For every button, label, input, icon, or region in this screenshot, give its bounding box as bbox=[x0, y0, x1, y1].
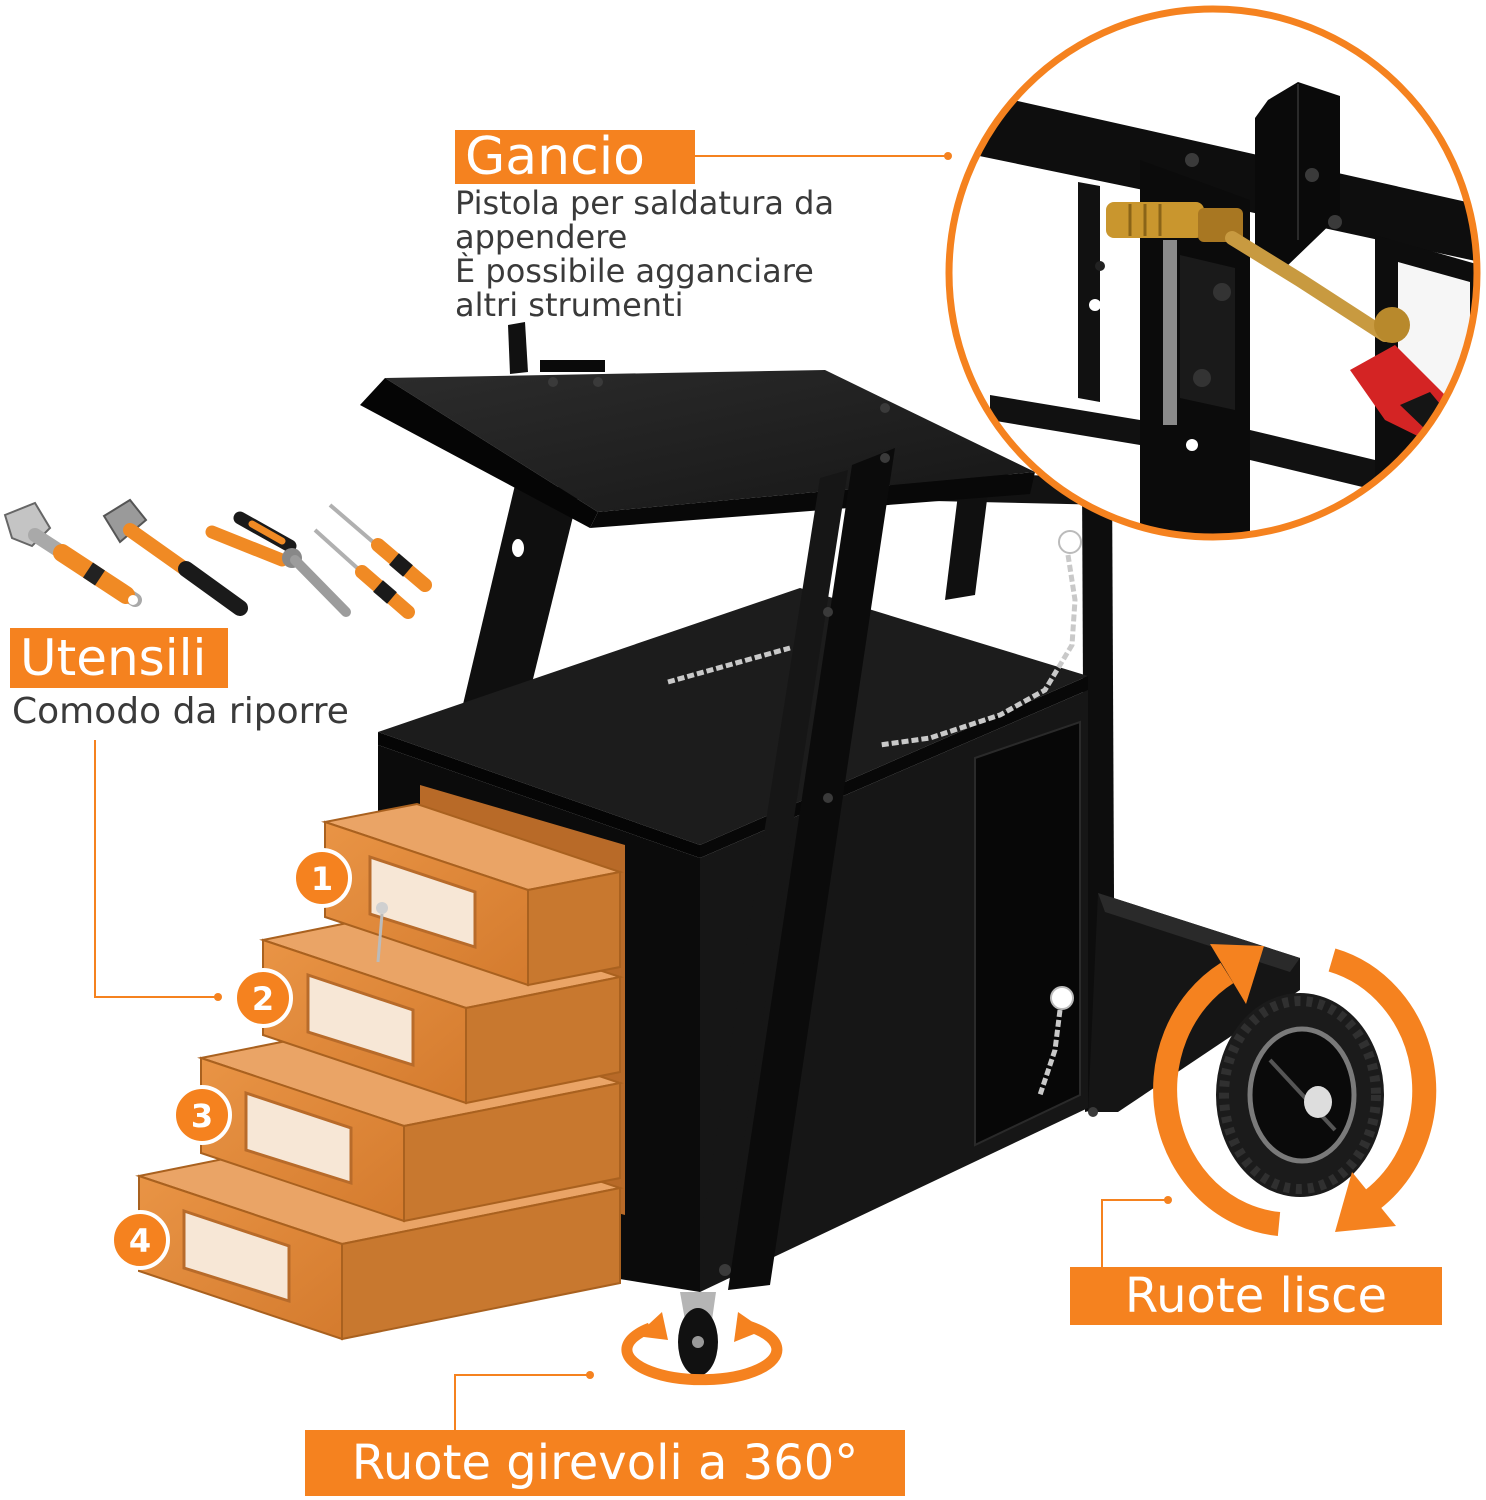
hook-description-line: appendere bbox=[455, 218, 628, 256]
rear-wheel bbox=[1216, 993, 1384, 1197]
middle-shelf bbox=[378, 588, 1088, 845]
adjustable-wrench-icon bbox=[3, 501, 142, 607]
hook-description-line: Pistola per saldatura da bbox=[455, 184, 835, 222]
swivel-caster bbox=[678, 1292, 718, 1376]
svg-text:3: 3 bbox=[191, 1097, 213, 1135]
drawer-handle bbox=[182, 1208, 291, 1304]
leader-lines bbox=[94, 152, 1172, 1430]
hook-callout-description: Pistola per saldatura da appendere È pos… bbox=[455, 186, 834, 322]
drawer-number-1: 1 bbox=[292, 848, 352, 908]
front-post bbox=[728, 448, 895, 1290]
svg-text:4: 4 bbox=[129, 1222, 151, 1260]
drawer-handle bbox=[368, 854, 477, 950]
tools-illustration bbox=[3, 498, 432, 619]
hammer-icon bbox=[102, 498, 248, 616]
drawer-number-3: 3 bbox=[172, 1085, 232, 1145]
hook-description-line: altri strumenti bbox=[455, 286, 684, 324]
drawer-number-2: 2 bbox=[233, 968, 293, 1028]
hook-callout-title: Gancio bbox=[455, 130, 695, 184]
hook-description-line: È possibile agganciare bbox=[455, 252, 814, 290]
key-icon bbox=[376, 902, 388, 963]
swivel-arrow-icon bbox=[621, 1312, 783, 1386]
rotate-arrow-icon bbox=[1153, 944, 1437, 1236]
svg-text:1: 1 bbox=[311, 860, 333, 898]
drawer-1 bbox=[321, 802, 624, 987]
hook-detail-zoom bbox=[945, 5, 1481, 541]
drawer-handle bbox=[306, 972, 415, 1068]
smooth-wheels-callout: Ruote lisce bbox=[1070, 1267, 1442, 1325]
welding-cart: 1 2 3 4 bbox=[110, 322, 1384, 1376]
drawer-handle bbox=[244, 1090, 353, 1186]
tools-callout-subtitle: Comodo da riporre bbox=[12, 691, 349, 732]
swivel-wheels-callout: Ruote girevoli a 360° bbox=[305, 1430, 905, 1496]
tools-callout-title: Utensili bbox=[10, 628, 228, 688]
drawer-number-4: 4 bbox=[110, 1210, 170, 1270]
pliers-icon bbox=[205, 511, 351, 617]
screwdriver-icon bbox=[313, 503, 432, 619]
chains bbox=[667, 530, 1082, 1096]
svg-text:2: 2 bbox=[252, 980, 274, 1018]
open-compartment bbox=[974, 720, 1081, 1147]
